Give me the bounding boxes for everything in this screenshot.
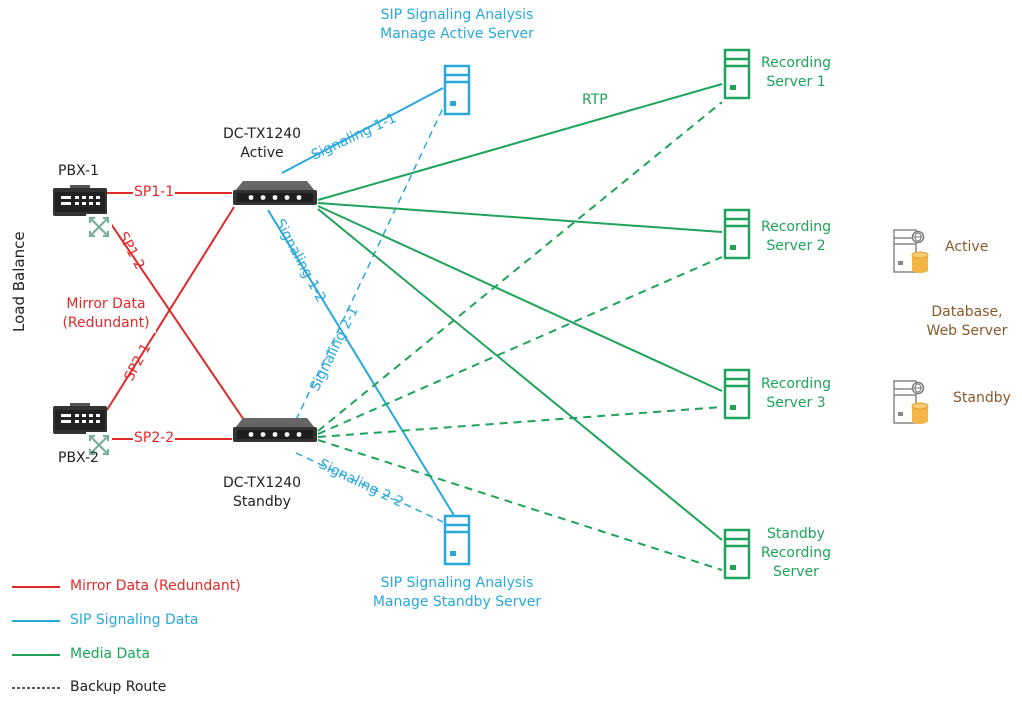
label-sp2-2: SP2-2 bbox=[133, 429, 176, 448]
switch-standby-state: Standby bbox=[233, 494, 291, 510]
switch-standby-label: DC-TX1240 Standby bbox=[212, 474, 312, 512]
sip-standby-server-line1: SIP Signaling Analysis bbox=[380, 575, 534, 591]
label-sp1-2: SP1-2 bbox=[114, 229, 147, 272]
link-signaling-2-2 bbox=[295, 452, 444, 523]
recording-server-1-line2: Server 1 bbox=[766, 74, 826, 90]
standby-recording-server-line2: Recording bbox=[760, 545, 832, 561]
db-active-server-icon bbox=[893, 229, 929, 274]
backup-rtp-rec3 bbox=[317, 406, 723, 438]
recording-server-2-label: Recording Server 2 bbox=[751, 218, 841, 256]
side-label-load-balance: Load Balance bbox=[10, 231, 28, 332]
switch-standby-name: DC-TX1240 bbox=[222, 475, 302, 491]
link-signaling-2-1 bbox=[295, 107, 444, 421]
link-signaling-1-1 bbox=[281, 87, 444, 174]
label-sp2-1: SP2-1 bbox=[121, 341, 154, 384]
recording-server-1-label: Recording Server 1 bbox=[751, 54, 841, 92]
link-rtp-rec3 bbox=[317, 205, 723, 392]
label-signaling-2-2: Signaling 2-2 bbox=[316, 456, 406, 511]
link-rtp-rec1 bbox=[317, 83, 723, 201]
link-sp1-2 bbox=[106, 217, 245, 421]
legend-label-sip: SIP Signaling Data bbox=[70, 612, 199, 628]
standby-recording-server-line1: Standby bbox=[767, 526, 825, 542]
db-caption-line1: Database, bbox=[931, 304, 1003, 320]
sip-active-server-line2: Manage Active Server bbox=[380, 26, 534, 42]
sip-standby-server-icon bbox=[443, 514, 471, 566]
backup-rtp-rec2 bbox=[317, 256, 723, 435]
sip-standby-server-label: SIP Signaling Analysis Manage Standby Se… bbox=[357, 574, 557, 612]
switch-active-label: DC-TX1240 Active bbox=[212, 125, 312, 163]
standby-recording-server-line3: Server bbox=[773, 564, 819, 580]
label-rtp: RTP bbox=[582, 92, 608, 108]
mirror-data-label-line2: (Redundant) bbox=[62, 315, 150, 331]
recording-server-3-label: Recording Server 3 bbox=[751, 375, 841, 413]
recording-server-1-line1: Recording bbox=[760, 55, 832, 71]
label-sp1-1: SP1-1 bbox=[133, 183, 176, 202]
recording-server-3-line1: Recording bbox=[760, 376, 832, 392]
mirror-data-label: Mirror Data (Redundant) bbox=[56, 295, 156, 333]
recording-server-2-line1: Recording bbox=[760, 219, 832, 235]
recording-server-3-icon bbox=[723, 368, 751, 420]
db-caption-line2: Web Server bbox=[926, 323, 1008, 339]
label-signaling-1-1: Signaling 1-1 bbox=[309, 110, 399, 163]
sip-active-server-label: SIP Signaling Analysis Manage Active Ser… bbox=[357, 6, 557, 44]
legend-label-mirror: Mirror Data (Redundant) bbox=[70, 578, 241, 594]
legend-label-media: Media Data bbox=[70, 646, 150, 662]
switch-standby-icon bbox=[233, 418, 317, 442]
link-rtp-rec2 bbox=[317, 202, 723, 233]
recording-server-2-line2: Server 2 bbox=[766, 238, 826, 254]
link-signaling-1-2 bbox=[267, 209, 459, 523]
backup-rtp-standby bbox=[317, 439, 723, 571]
link-rtp-standby bbox=[317, 208, 723, 541]
db-active-label: Active bbox=[945, 239, 989, 255]
label-signaling-1-2: Signaling 1-2 bbox=[271, 216, 328, 305]
legend-label-backup: Backup Route bbox=[70, 679, 167, 695]
db-standby-server-icon bbox=[893, 380, 929, 425]
standby-recording-server-label: Standby Recording Server bbox=[751, 525, 841, 582]
recording-server-3-line2: Server 3 bbox=[766, 395, 826, 411]
recording-server-1-icon bbox=[723, 48, 751, 100]
recording-server-2-icon bbox=[723, 208, 751, 260]
switch-active-name: DC-TX1240 bbox=[222, 126, 302, 142]
pbx-2-label: PBX-2 bbox=[58, 450, 99, 466]
switch-active-icon bbox=[233, 181, 317, 205]
backup-rtp-rec1 bbox=[317, 101, 723, 432]
sip-standby-server-line2: Manage Standby Server bbox=[372, 594, 542, 610]
db-web-server-caption: Database, Web Server bbox=[912, 303, 1022, 341]
pbx-1-label: PBX-1 bbox=[58, 163, 99, 179]
standby-recording-server-icon bbox=[723, 528, 751, 580]
db-standby-label: Standby bbox=[953, 390, 1011, 406]
mirror-data-label-line1: Mirror Data bbox=[66, 296, 146, 312]
sip-active-server-icon bbox=[443, 64, 471, 116]
sip-active-server-line1: SIP Signaling Analysis bbox=[380, 7, 534, 23]
link-sp2-1 bbox=[106, 206, 235, 411]
switch-active-state: Active bbox=[240, 145, 284, 161]
pbx-1-icon bbox=[51, 183, 114, 242]
